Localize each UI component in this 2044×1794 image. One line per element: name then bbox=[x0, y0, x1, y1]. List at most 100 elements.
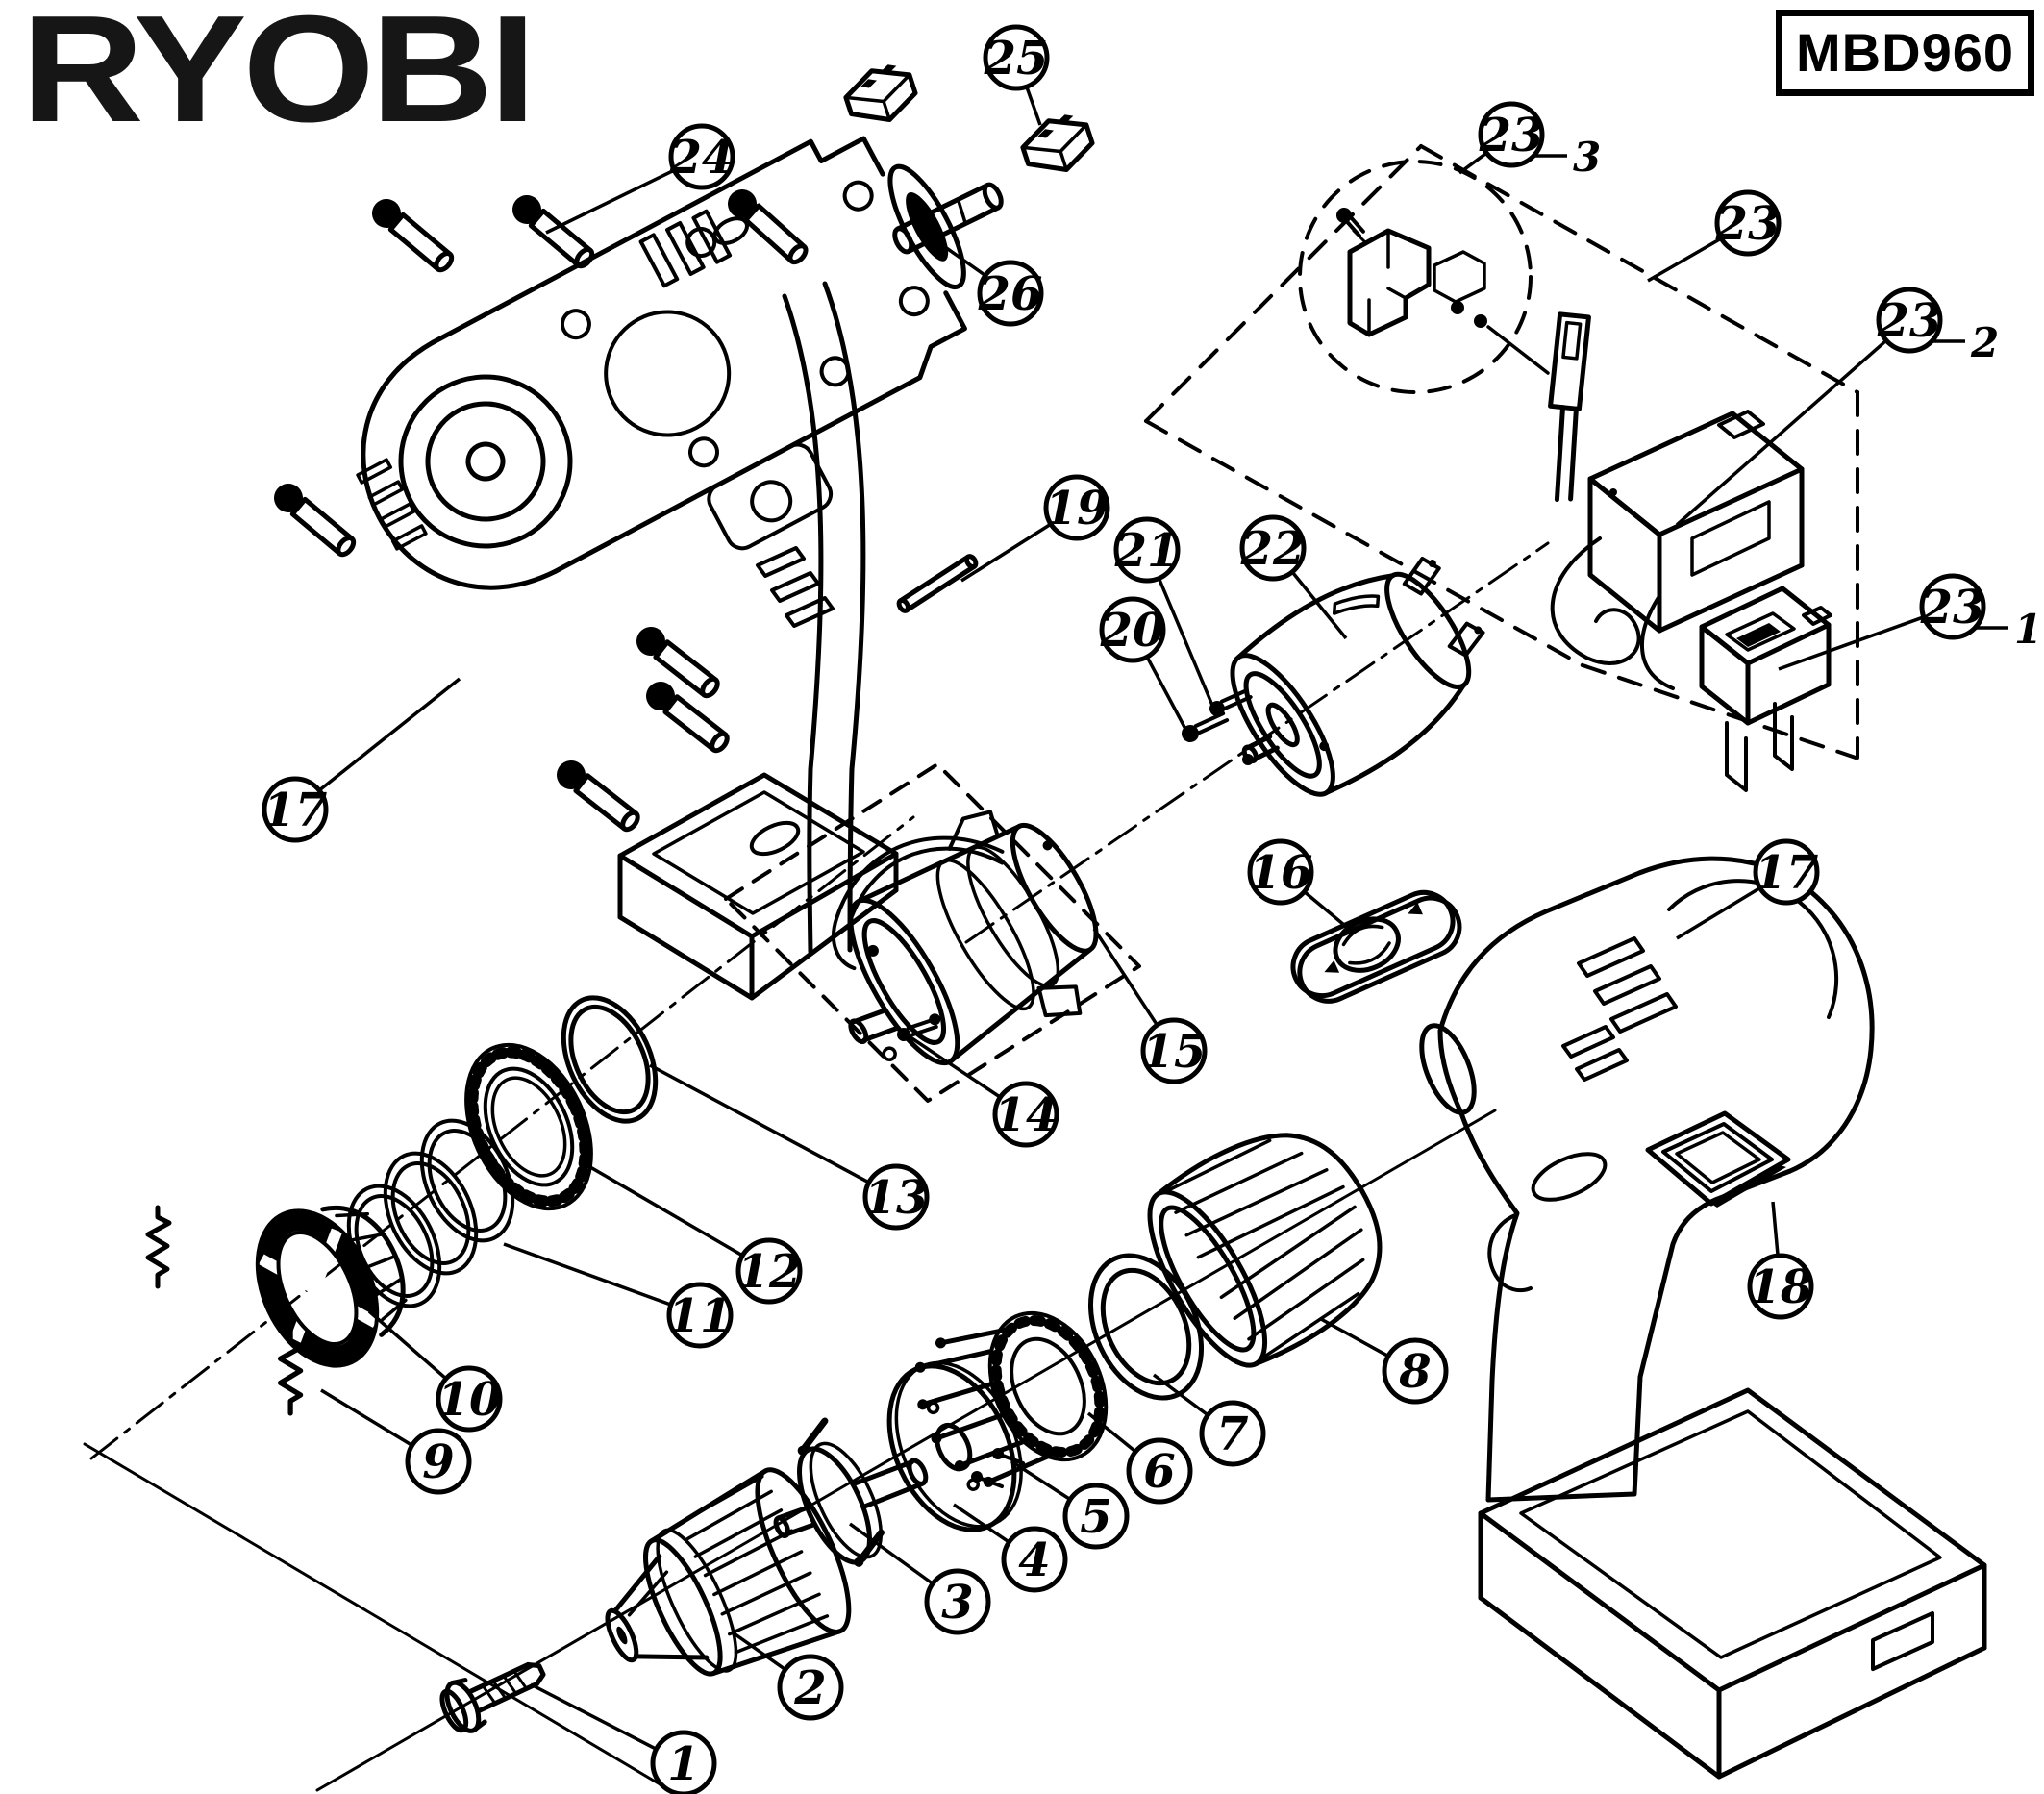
callout-3[interactable]: 3 bbox=[848, 1522, 991, 1635]
gearbox-shape bbox=[832, 835, 1005, 971]
callout-4[interactable]: 4 bbox=[953, 1503, 1068, 1593]
housing-left-half-shape-shape bbox=[430, 136, 885, 345]
callout-number: 3 bbox=[941, 1576, 973, 1630]
callout-bubble[interactable] bbox=[666, 1282, 734, 1349]
detail-bracket-shape bbox=[1451, 301, 1464, 314]
chuck-screw bbox=[439, 1661, 546, 1733]
callout-25[interactable]: 25 bbox=[983, 24, 1050, 126]
callout-bubble[interactable] bbox=[436, 1365, 503, 1433]
housing-left-half-shape-shape bbox=[398, 374, 573, 549]
chuck-shape bbox=[612, 1554, 710, 1660]
callout-number: 25 bbox=[984, 32, 1049, 86]
callout-1[interactable]: 1 bbox=[530, 1682, 717, 1794]
callout-suffix: 3 bbox=[1573, 134, 1601, 181]
callout-2[interactable]: 2 bbox=[731, 1631, 844, 1721]
callout-bubble[interactable] bbox=[1199, 1400, 1266, 1467]
callout-17R[interactable]: 17 bbox=[1676, 838, 1820, 940]
housing-left-half-shape bbox=[749, 820, 801, 857]
callout-23[interactable]: 23 bbox=[1647, 189, 1782, 283]
callout-19[interactable]: 19 bbox=[960, 474, 1110, 583]
callout-7[interactable]: 7 bbox=[1152, 1373, 1266, 1467]
callout-9[interactable]: 9 bbox=[320, 1388, 472, 1495]
motor-shape bbox=[1402, 556, 1485, 658]
callout-bubble[interactable] bbox=[1062, 1483, 1130, 1550]
callout-24[interactable]: 24 bbox=[545, 123, 735, 235]
callout-bubble[interactable] bbox=[735, 1237, 803, 1305]
callout-bubble[interactable] bbox=[1239, 514, 1307, 582]
callout-6[interactable]: 6 bbox=[1086, 1411, 1193, 1505]
callout-bubble[interactable] bbox=[1876, 287, 1943, 354]
ring-gear-and-pins-shape bbox=[987, 1310, 1109, 1462]
callout-bubble[interactable] bbox=[1043, 474, 1110, 541]
o-ring-large-shape bbox=[1087, 1253, 1205, 1401]
callout-bubble[interactable] bbox=[1099, 596, 1166, 663]
terminal-clip-a-shape bbox=[843, 68, 918, 123]
callout-bubble[interactable] bbox=[650, 1730, 717, 1794]
switch-assembly-shape bbox=[1690, 500, 1771, 577]
callout-bubble[interactable] bbox=[1001, 1526, 1068, 1593]
housing-left-half-shape-shape bbox=[604, 310, 732, 437]
callout-20[interactable]: 20 bbox=[1099, 596, 1188, 732]
callout-21[interactable]: 21 bbox=[1113, 516, 1215, 709]
callout-bubble[interactable] bbox=[1478, 101, 1545, 168]
callout-bubble[interactable] bbox=[1113, 516, 1181, 584]
callout-5[interactable]: 5 bbox=[1010, 1459, 1130, 1550]
callout-17L[interactable]: 17 bbox=[262, 677, 461, 843]
callout-22[interactable]: 22 bbox=[1239, 514, 1348, 640]
leader-line bbox=[1086, 1411, 1137, 1454]
detail-bracket-shape bbox=[1486, 325, 1550, 375]
wave-washers-shape bbox=[346, 1184, 442, 1308]
callout-12[interactable]: 12 bbox=[589, 1165, 803, 1305]
wave-washers-shape bbox=[383, 1151, 479, 1276]
switch-assembly-shape bbox=[1550, 536, 1641, 665]
callout-bubble[interactable] bbox=[977, 260, 1044, 327]
callout-bubble[interactable] bbox=[992, 1081, 1059, 1148]
clutch-collar bbox=[255, 1205, 408, 1368]
housing-left-half-shape-shape bbox=[425, 401, 546, 522]
motor-screws-shape-shape bbox=[1219, 688, 1253, 710]
callout-26[interactable]: 26 bbox=[936, 240, 1044, 327]
motor bbox=[1230, 556, 1485, 797]
callout-18[interactable]: 18 bbox=[1747, 1201, 1814, 1320]
leader-line bbox=[936, 240, 986, 277]
callout-bubble[interactable] bbox=[1382, 1337, 1449, 1405]
housing-right-half-shape bbox=[1593, 964, 1661, 1006]
ring-gear-and-pins-shape bbox=[917, 1399, 929, 1410]
o-ring-thin-shape bbox=[568, 1004, 651, 1115]
callout-bubble[interactable] bbox=[1714, 189, 1782, 257]
connector-block-shape bbox=[1725, 721, 1748, 792]
dashed-region-switch-shape bbox=[1419, 144, 1859, 394]
leader-line bbox=[1675, 338, 1888, 527]
callout-bubble[interactable] bbox=[777, 1654, 844, 1721]
callout-16[interactable]: 16 bbox=[1247, 838, 1346, 927]
callout-bubble[interactable] bbox=[262, 776, 329, 843]
callout-bubble[interactable] bbox=[1753, 838, 1820, 906]
callout-bubble[interactable] bbox=[1247, 838, 1314, 906]
callout-14[interactable]: 14 bbox=[907, 1034, 1059, 1148]
callout-bubble[interactable] bbox=[1919, 573, 1986, 640]
callout-15[interactable]: 15 bbox=[1092, 928, 1208, 1084]
leader-line bbox=[367, 1309, 448, 1381]
callout-bubble[interactable] bbox=[1747, 1253, 1814, 1320]
housing-screws-shape-shape bbox=[646, 682, 675, 710]
callout-bubble[interactable] bbox=[1140, 1017, 1208, 1084]
callout-bubble[interactable] bbox=[1126, 1437, 1193, 1505]
callout-number: 18 bbox=[1749, 1260, 1813, 1314]
gearbox bbox=[832, 810, 1099, 1066]
callout-11[interactable]: 11 bbox=[503, 1242, 734, 1349]
callout-bubble[interactable] bbox=[405, 1428, 472, 1495]
callout-8[interactable]: 8 bbox=[1320, 1317, 1449, 1405]
callout-13[interactable]: 13 bbox=[649, 1063, 930, 1231]
callout-bubble[interactable] bbox=[983, 24, 1050, 91]
housing-right-half-shape bbox=[1561, 1025, 1615, 1059]
callout-10[interactable]: 10 bbox=[367, 1309, 503, 1433]
callout-bubble[interactable] bbox=[924, 1568, 991, 1635]
callout-bubble[interactable] bbox=[668, 123, 735, 190]
switch-assembly-shape bbox=[1609, 488, 1617, 496]
callout-bubble[interactable] bbox=[862, 1163, 930, 1231]
gearbox-screw bbox=[882, 1017, 938, 1061]
